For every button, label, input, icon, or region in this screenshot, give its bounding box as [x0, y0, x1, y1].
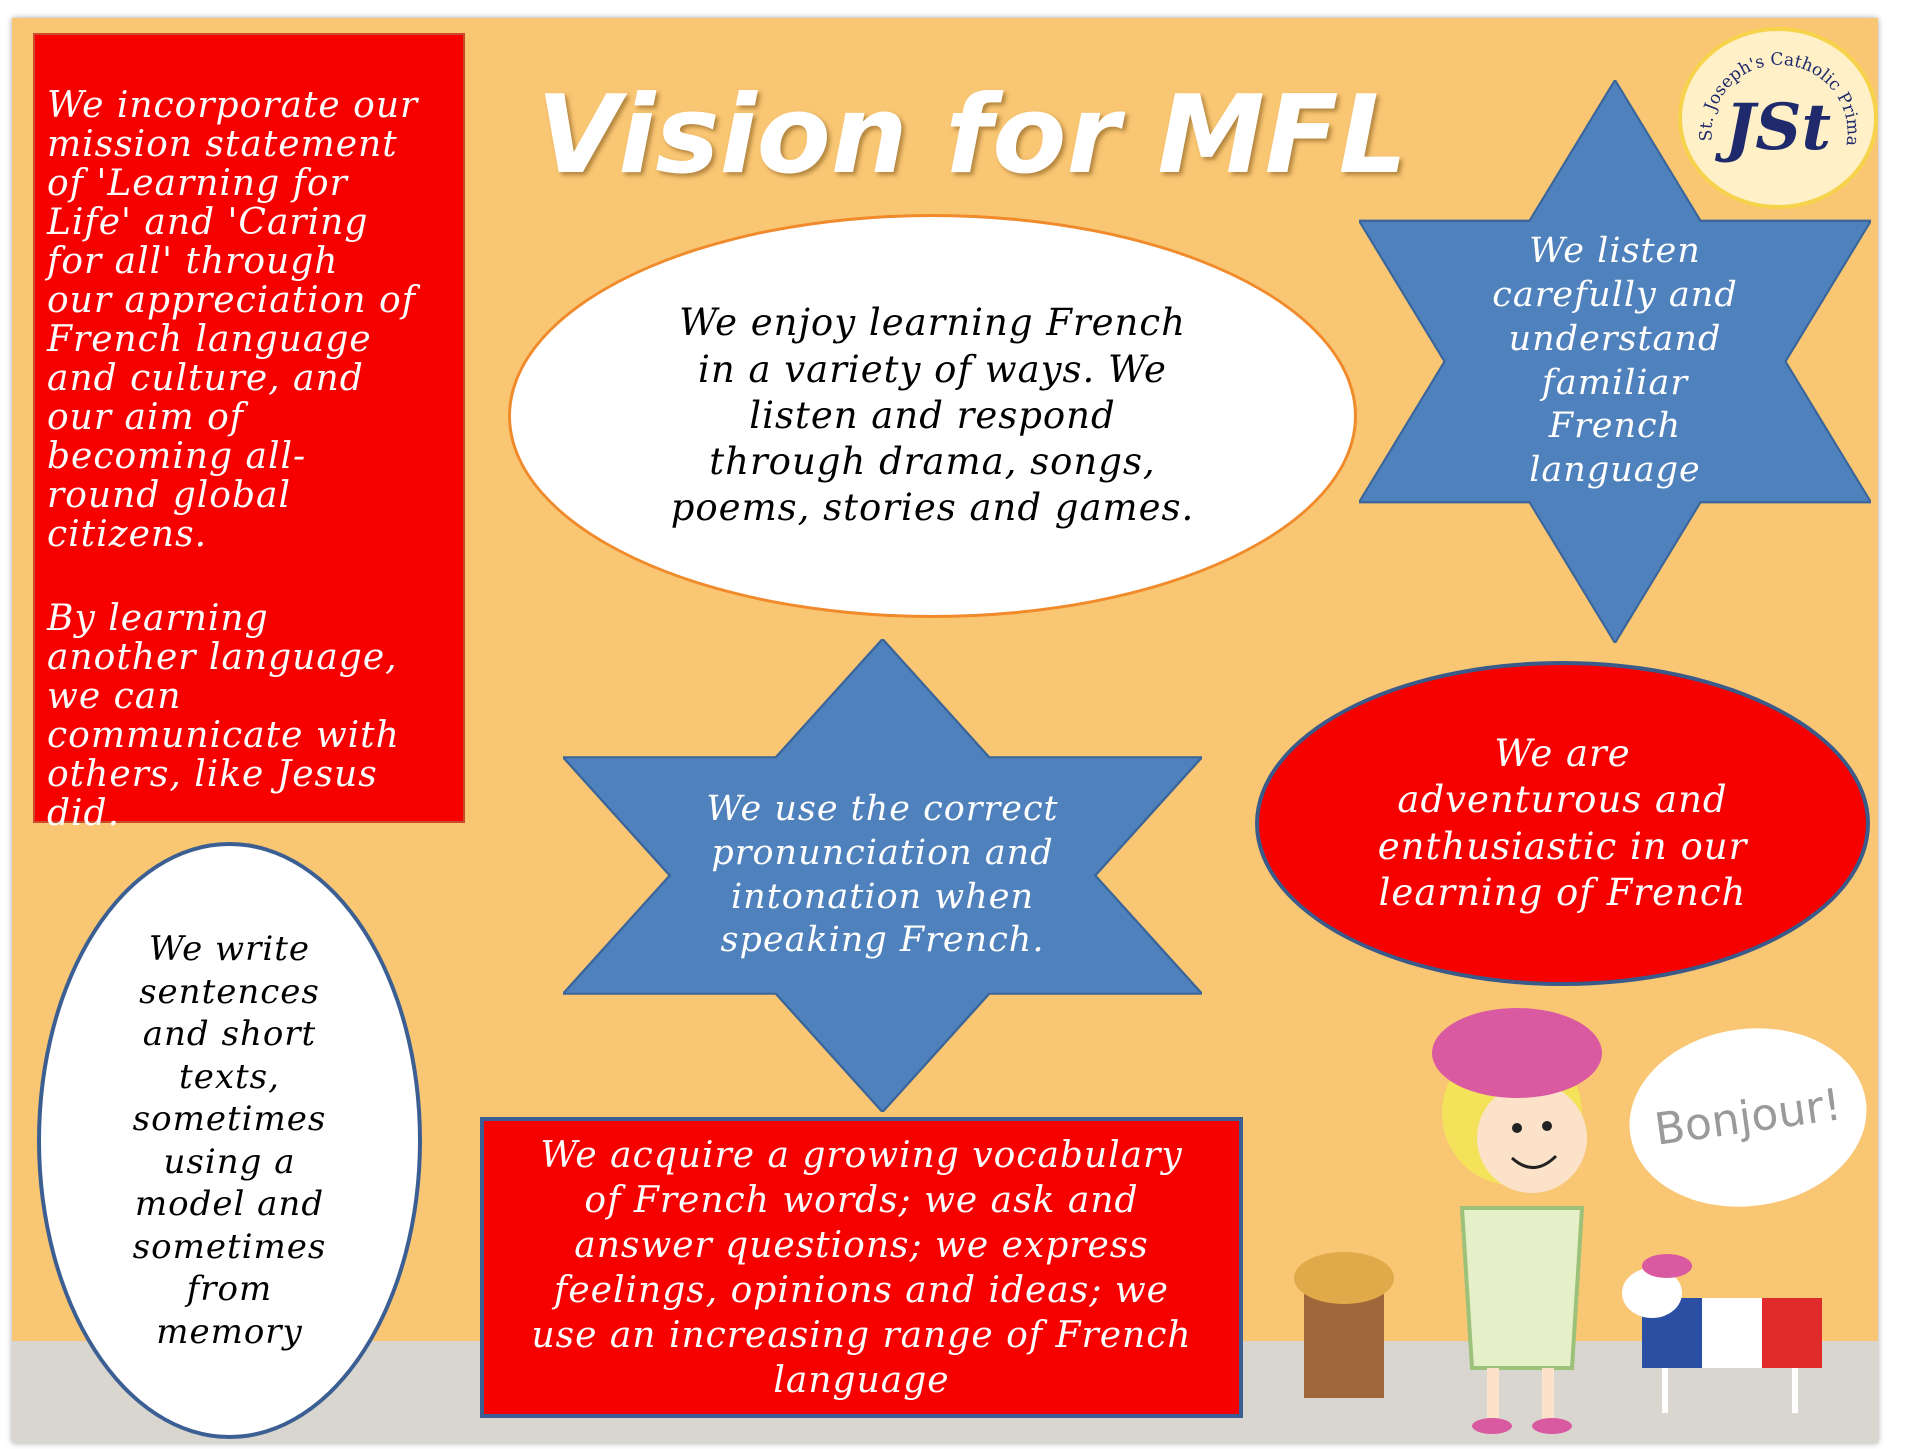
speech-bubble-text: Bonjour! [1651, 1079, 1845, 1156]
enjoy-learning-ellipse: We enjoy learning French in a variety of… [508, 214, 1357, 618]
listen-star: We listen carefully and understand famil… [1359, 80, 1871, 643]
enjoy-learning-text: We enjoy learning French in a variety of… [670, 301, 1195, 530]
write-text: We write sentences and short texts, some… [132, 929, 327, 1352]
page-title: Vision for MFL [536, 73, 1408, 198]
mission-paragraph-2: By learning another language, we can com… [47, 598, 400, 834]
poster-slide: We incorporate our mission statement of … [12, 18, 1878, 1443]
vocabulary-box: We acquire a growing vocabulary of Frenc… [480, 1117, 1243, 1418]
svg-text:JSt: JSt [1714, 90, 1831, 165]
mission-box: We incorporate our mission statement of … [33, 33, 465, 833]
school-logo: St. Joseph's Catholic Primary School JSt [1676, 18, 1878, 209]
mission-paragraph-1: We incorporate our mission statement of … [47, 85, 419, 555]
pronunciation-star: We use the correct pronunciation and int… [563, 639, 1202, 1112]
school-logo-graphic: St. Joseph's Catholic Primary School JSt [1676, 18, 1863, 165]
vocabulary-text: We acquire a growing vocabulary of Frenc… [531, 1134, 1192, 1401]
listen-star-text: We listen carefully and understand famil… [1492, 231, 1738, 490]
star-shape [563, 639, 1202, 1112]
bread-icon [1294, 1252, 1394, 1304]
star-shape [1359, 80, 1871, 643]
bread-bag [1304, 1288, 1384, 1398]
girl-face [1477, 1083, 1587, 1193]
pronunciation-star-text: We use the correct pronunciation and int… [706, 789, 1059, 961]
write-ellipse: We write sentences and short texts, some… [37, 842, 422, 1439]
french-girl-illustration [1294, 1008, 1822, 1434]
beret-icon [1432, 1008, 1602, 1098]
adventurous-text: We are adventurous and enthusiastic in o… [1377, 732, 1748, 914]
adventurous-ellipse: We are adventurous and enthusiastic in o… [1255, 661, 1870, 986]
